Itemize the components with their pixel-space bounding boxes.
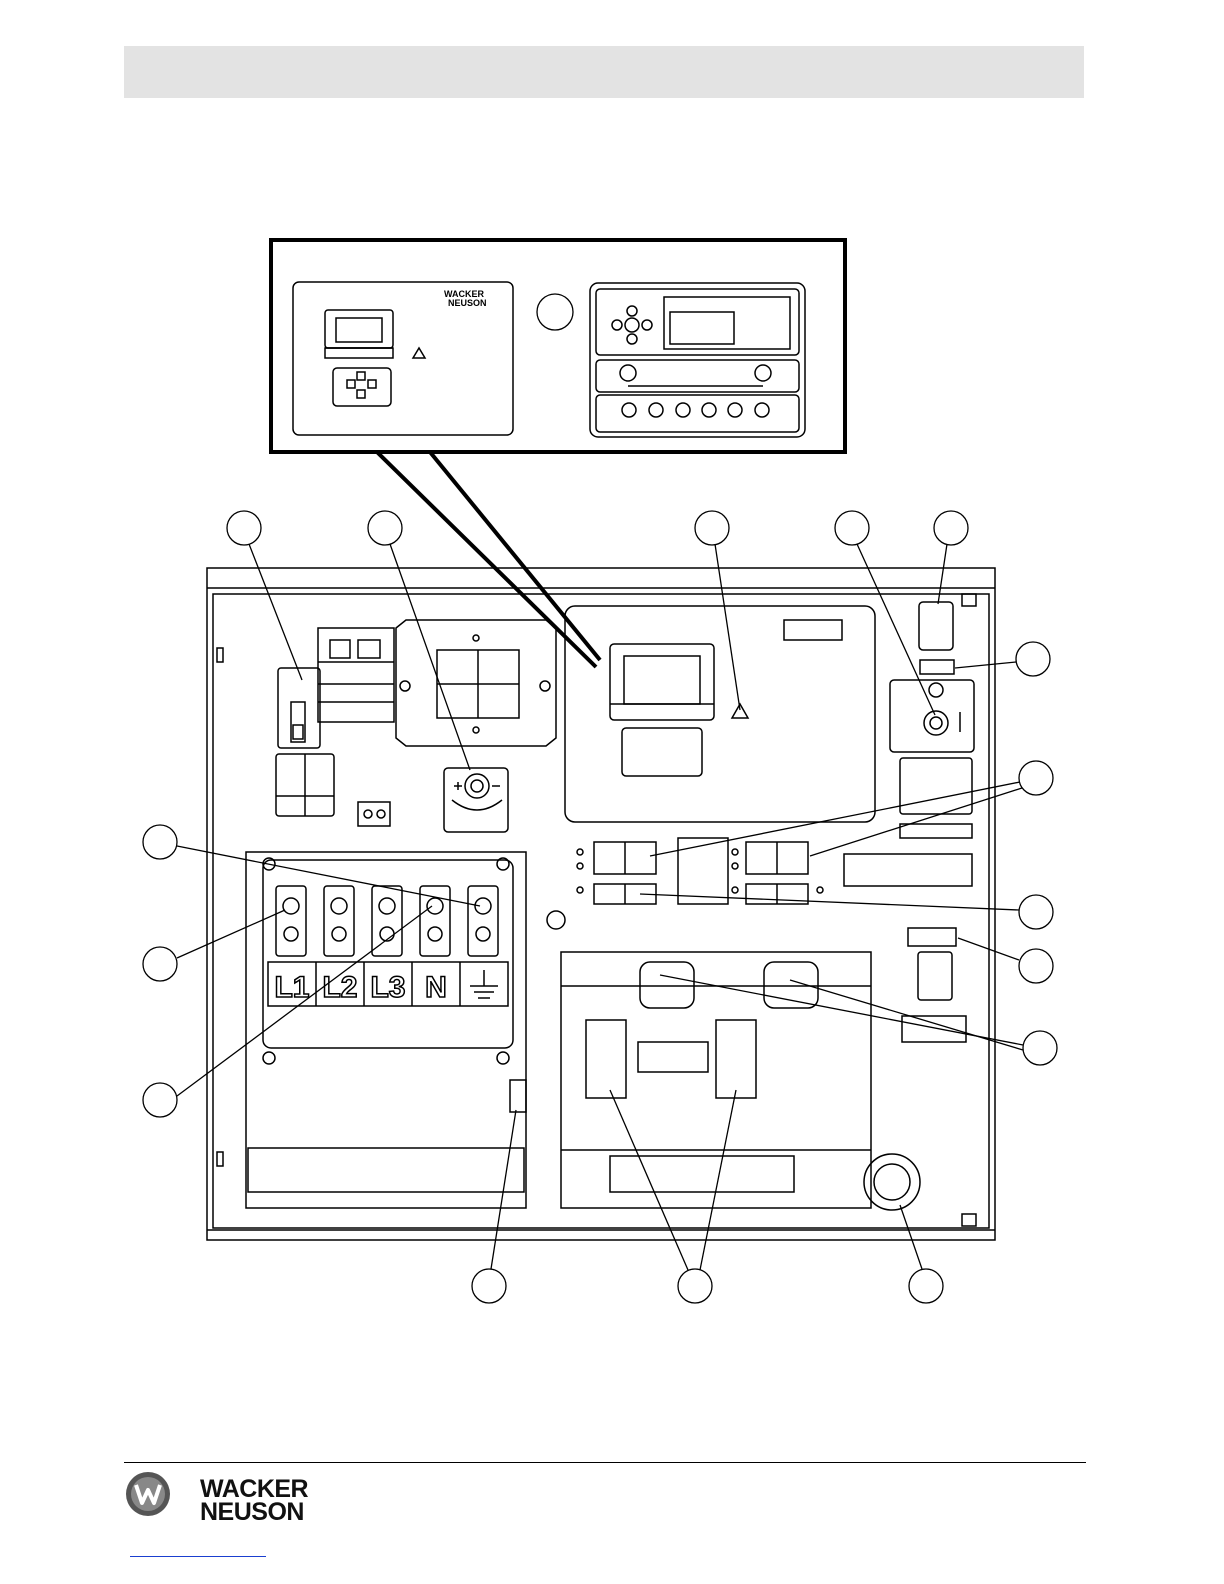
dual-switch — [276, 754, 334, 816]
inset-logo-line2: NEUSON — [448, 298, 487, 308]
controller-module — [565, 606, 875, 822]
main-breaker-small — [278, 668, 320, 748]
circuit-breakers — [547, 838, 972, 929]
terminal-label-n: N — [425, 971, 447, 1004]
main-terminal-block: L1 L2 L3 N — [246, 852, 526, 1208]
footer-rule — [124, 1462, 1086, 1463]
wacker-neuson-logo-icon — [124, 1470, 172, 1518]
footer-link-underline — [130, 1556, 266, 1557]
voltage-adjust-knob — [444, 768, 508, 832]
inset-pointer-lines — [377, 452, 600, 667]
ground-symbol-icon — [470, 970, 498, 998]
small-terminal — [358, 802, 390, 826]
key-switch — [890, 602, 974, 838]
inset-detail: WACKER NEUSON — [271, 240, 845, 452]
safety-label-plate — [396, 620, 556, 746]
right-side-components — [864, 928, 966, 1210]
warning-label-block — [318, 628, 394, 722]
terminal-label-l3: L3 — [370, 971, 405, 1004]
terminal-label-l1: L1 — [274, 971, 309, 1004]
terminal-label-l2: L2 — [322, 971, 357, 1004]
brand-line2: NEUSON — [200, 1501, 308, 1524]
lug-row — [276, 886, 498, 956]
brand-wordmark: WACKER NEUSON — [200, 1478, 308, 1524]
